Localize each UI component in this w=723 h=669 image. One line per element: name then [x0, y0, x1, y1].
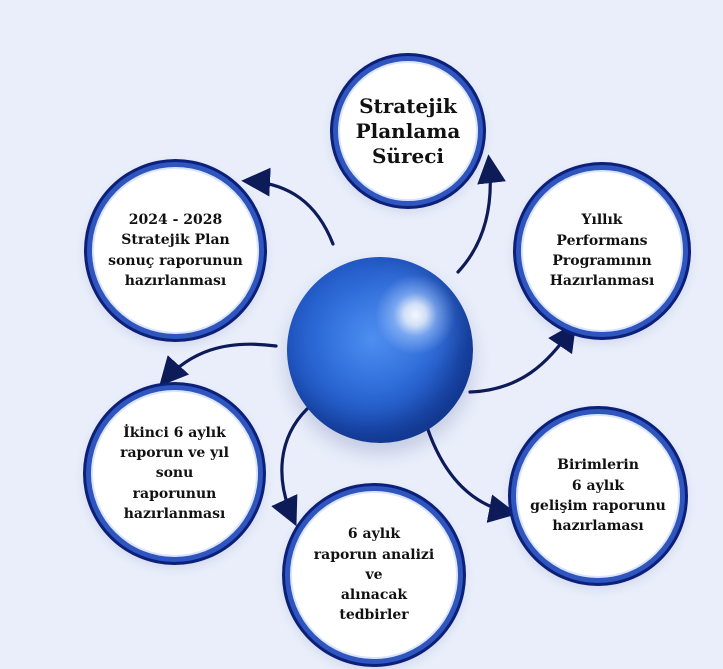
node-unit-progress-report: Birimlerin 6 aylık gelişim raporunu hazı…	[511, 409, 685, 583]
arrow-to-plan-report	[241, 167, 335, 246]
node-second-report-preparation: İkinci 6 aylık raporun ve yıl sonu rapor…	[86, 385, 263, 562]
node-strategic-planning-process-label: Stratejik Planlama Süreci	[355, 93, 461, 168]
node-unit-progress-report-label: Birimlerin 6 aylık gelişim raporunu hazı…	[530, 457, 666, 535]
arrow-to-annual-program	[468, 322, 577, 394]
node-annual-performance-program-label: Yıllık Performans Programının Hazırlanma…	[549, 212, 655, 290]
node-report-analysis: 6 aylık raporun analizi ve alınacak tedb…	[285, 486, 463, 664]
arrow-to-unit-reports	[425, 425, 518, 523]
node-plan-result-report: 2024 - 2028 Stratejik Plan sonuç raporun…	[87, 162, 264, 339]
node-second-report-preparation-label: İkinci 6 aylık raporun ve yıl sonu rapor…	[120, 424, 229, 522]
arrow-to-second-report	[159, 342, 278, 387]
central-sphere	[287, 257, 473, 443]
node-report-analysis-label: 6 aylık raporun analizi ve alınacak tedb…	[313, 526, 435, 624]
arrow-to-analysis	[271, 407, 309, 527]
node-annual-performance-program: Yıllık Performans Programının Hazırlanma…	[516, 165, 688, 337]
node-plan-result-report-label: 2024 - 2028 Stratejik Plan sonuç raporun…	[108, 211, 243, 289]
arrow-to-top-process	[456, 154, 506, 274]
node-strategic-planning-process: Stratejik Planlama Süreci	[333, 56, 483, 206]
